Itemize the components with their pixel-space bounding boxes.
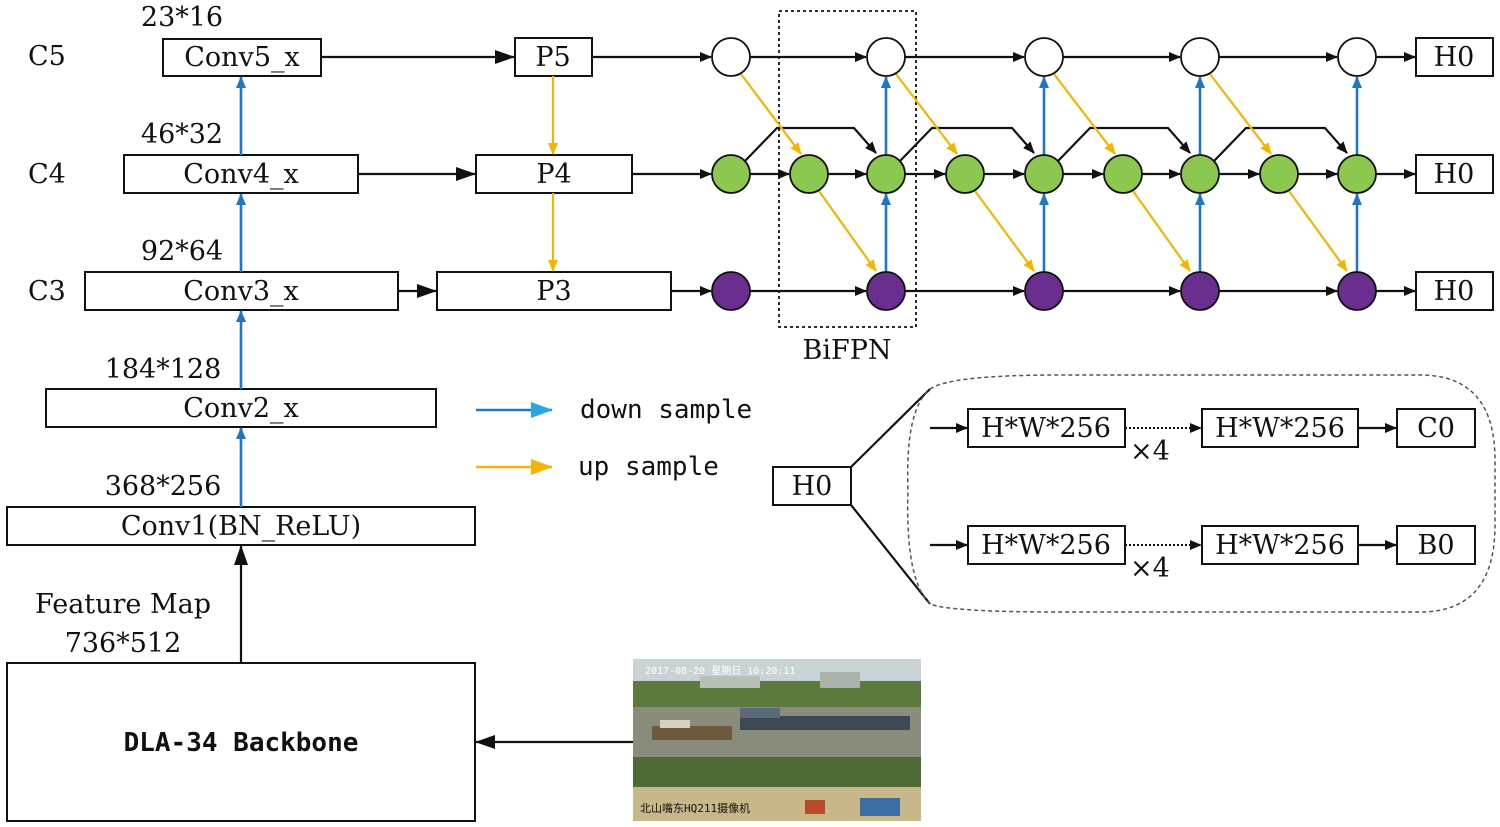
head-fan-top bbox=[850, 388, 931, 468]
edge-up-p4-p3 bbox=[818, 190, 877, 272]
p5-node bbox=[711, 37, 751, 77]
p3-label: P3 bbox=[536, 276, 571, 307]
p5-node bbox=[1180, 37, 1220, 77]
p3-block bbox=[436, 271, 672, 311]
photo-caption-bottom: 北山嘴东HQ211摄像机 bbox=[640, 801, 750, 815]
backbone-block bbox=[6, 662, 476, 822]
conv5-label: Conv5_x bbox=[184, 42, 299, 73]
p5-block bbox=[514, 37, 593, 77]
p3-node bbox=[1180, 271, 1220, 311]
head-row2-box-a bbox=[967, 525, 1126, 565]
input-river-photo: 2017-08-20 星期日 10:20:11 北山嘴东HQ211摄像机 bbox=[633, 659, 921, 821]
bifpn-box bbox=[778, 10, 917, 328]
conv4-label: Conv4_x bbox=[183, 159, 298, 190]
edge-up-p5-p4 bbox=[895, 73, 958, 155]
conv3-label: Conv3_x bbox=[183, 276, 298, 307]
p3-node bbox=[711, 271, 751, 311]
backbone-label: DLA-34 Backbone bbox=[124, 728, 359, 758]
head-dashed-region bbox=[906, 374, 1496, 613]
photo-caption-top: 2017-08-20 星期日 10:20:11 bbox=[645, 665, 795, 677]
p5-node bbox=[1024, 37, 1064, 77]
p4-node bbox=[945, 154, 985, 194]
head-row1-box-a bbox=[967, 408, 1126, 448]
edge-up-p4-p3 bbox=[1288, 190, 1348, 272]
head-row2-out-label: B0 bbox=[1417, 530, 1454, 561]
conv2-block bbox=[45, 388, 437, 428]
legend-up-label: up sample bbox=[578, 452, 719, 482]
feature-map-size: 736*512 bbox=[65, 628, 182, 659]
edge-up-p4-p3 bbox=[1132, 190, 1191, 272]
edge-p4-skip bbox=[1057, 126, 1191, 162]
head-row2-label-a: H*W*256 bbox=[981, 530, 1111, 561]
output-h4-box bbox=[1415, 154, 1494, 194]
p5-node bbox=[866, 37, 906, 77]
level-label-c3: C3 bbox=[28, 276, 66, 307]
dim-label-c1: 368*256 bbox=[105, 471, 222, 502]
head-row2-out-box bbox=[1396, 525, 1476, 565]
output-h4-label: H0 bbox=[1434, 159, 1475, 190]
conv1-label: Conv1(BN_ReLU) bbox=[121, 511, 361, 542]
p3-node bbox=[1337, 271, 1377, 311]
p4-node bbox=[1180, 154, 1220, 194]
output-h5-label: H0 bbox=[1434, 42, 1475, 73]
p4-node bbox=[1024, 154, 1064, 194]
dim-label-c3: 92*64 bbox=[141, 236, 223, 267]
output-h3-label: H0 bbox=[1434, 276, 1475, 307]
p4-node bbox=[866, 154, 906, 194]
level-label-c4: C4 bbox=[28, 159, 66, 190]
level-label-c5: C5 bbox=[28, 41, 66, 72]
conv5-block bbox=[162, 38, 322, 77]
p3-node bbox=[866, 271, 906, 311]
p4-node bbox=[711, 154, 751, 194]
p3-node bbox=[1024, 271, 1064, 311]
edge-up-p5-p4 bbox=[1053, 73, 1116, 155]
head-row2-mult: ×4 bbox=[1130, 553, 1170, 584]
bifpn-edges bbox=[592, 52, 1416, 296]
edge-p4-skip bbox=[899, 126, 1035, 162]
head-row1-out-box bbox=[1396, 408, 1476, 448]
edge-up-p5-p4 bbox=[740, 73, 802, 155]
p4-label: P4 bbox=[536, 159, 571, 190]
head-row1-out-label: C0 bbox=[1417, 413, 1455, 444]
p4-node bbox=[1337, 154, 1377, 194]
head-input-label: H0 bbox=[792, 471, 833, 502]
head-row1-box-b bbox=[1201, 408, 1359, 448]
head-input-box bbox=[772, 466, 852, 506]
p4-node bbox=[1259, 154, 1299, 194]
head-fan-bottom bbox=[850, 504, 931, 605]
p5-node bbox=[1337, 37, 1377, 77]
dim-label-c5: 23*16 bbox=[141, 2, 223, 33]
edge-up-p5-p4 bbox=[1209, 73, 1272, 155]
p4-node bbox=[789, 154, 829, 194]
head-row2-label-b: H*W*256 bbox=[1215, 530, 1345, 561]
p5-label: P5 bbox=[535, 42, 570, 73]
dim-label-c4: 46*32 bbox=[141, 119, 223, 150]
p4-node bbox=[1103, 154, 1143, 194]
conv4-block bbox=[123, 154, 359, 194]
head-row2-box-b bbox=[1201, 525, 1359, 565]
edge-p4-skip bbox=[1213, 126, 1348, 162]
legend-down-label: down sample bbox=[580, 395, 752, 425]
output-h3-box bbox=[1415, 271, 1494, 311]
edge-p4-skip bbox=[744, 126, 877, 162]
dim-label-c2: 184*128 bbox=[105, 354, 222, 385]
head-row1-mult: ×4 bbox=[1130, 436, 1170, 467]
edge-up-p4-p3 bbox=[974, 190, 1035, 272]
head-row1-label-b: H*W*256 bbox=[1215, 413, 1345, 444]
bifpn-label: BiFPN bbox=[802, 335, 891, 366]
head-row1-label-a: H*W*256 bbox=[981, 413, 1111, 444]
bifpn-nodes bbox=[711, 37, 1377, 311]
feature-map-label: Feature Map bbox=[35, 589, 211, 620]
conv2-label: Conv2_x bbox=[183, 393, 298, 424]
output-h5-box bbox=[1415, 37, 1494, 77]
